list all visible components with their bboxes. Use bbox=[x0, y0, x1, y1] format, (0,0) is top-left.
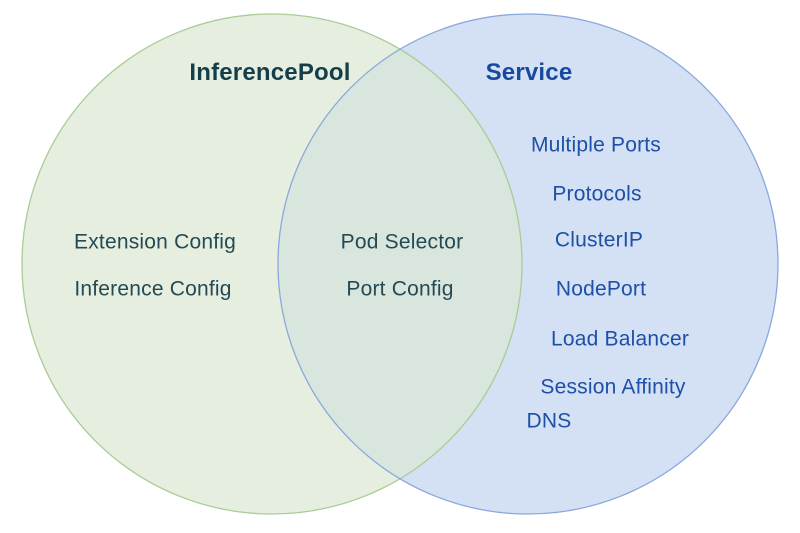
right-item-clusterip: ClusterIP bbox=[554, 228, 644, 252]
service-title: Service bbox=[485, 59, 573, 86]
inferencepool-title: InferencePool bbox=[189, 59, 351, 86]
overlap-item-port-config: Port Config bbox=[346, 277, 454, 301]
right-item-protocols: Protocols bbox=[552, 182, 642, 206]
right-item-nodeport: NodePort bbox=[555, 277, 647, 301]
intersection-lens-fill bbox=[278, 49, 522, 479]
right-item-session-affinity: Session Affinity bbox=[540, 375, 686, 399]
inferencepool-circle-outline bbox=[21, 13, 523, 515]
right-item-load-balancer: Load Balancer bbox=[550, 327, 690, 351]
overlap-item-pod-selector: Pod Selector bbox=[340, 230, 464, 254]
left-item-inference-config: Inference Config bbox=[74, 277, 232, 301]
right-item-multiple-ports: Multiple Ports bbox=[530, 133, 662, 157]
right-item-dns: DNS bbox=[526, 409, 572, 433]
left-item-extension-config: Extension Config bbox=[74, 230, 236, 254]
service-circle-outline bbox=[277, 13, 779, 515]
